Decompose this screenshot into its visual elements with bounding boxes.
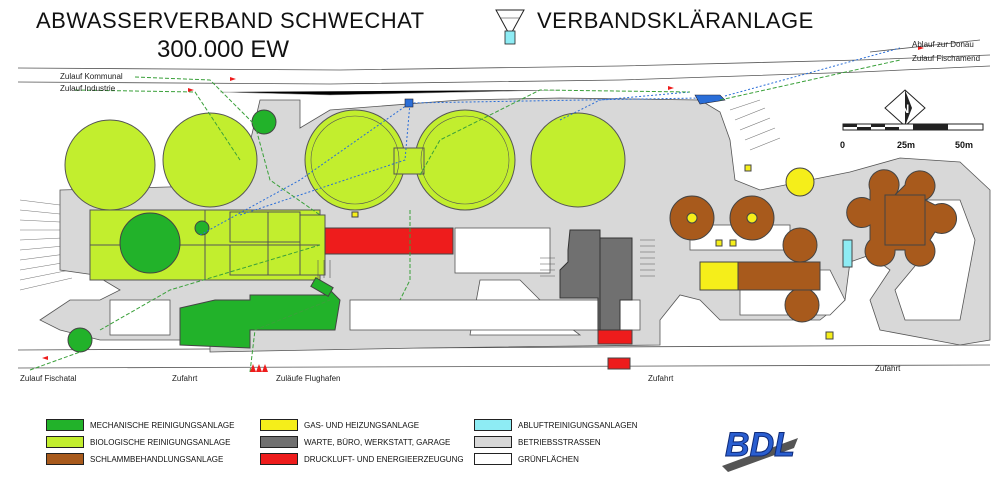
- scale-tick-0: 0: [840, 140, 845, 150]
- legend-label: BETRIEBSSTRASSEN: [518, 437, 601, 447]
- bio-clarifier-4: [414, 109, 516, 211]
- legend-swatch: [46, 419, 84, 431]
- stair-marks: [317, 239, 655, 278]
- legend-swatch: [474, 453, 512, 465]
- label-zulauf-kommunal: Zulauf Kommunal: [60, 72, 123, 81]
- bdl-logo-text: BDL: [725, 426, 795, 464]
- site-plan: N 0 25m 50m: [17, 9, 991, 373]
- legend-label: GAS- UND HEIZUNGSANLAGE: [304, 420, 420, 430]
- site-boundary: [17, 39, 991, 369]
- label-zulaeufe-flughafen: Zuläufe Flughafen: [276, 374, 341, 383]
- legend-item-roads: BETRIEBSSTRASSEN: [474, 435, 601, 449]
- legend-item-office: WARTE, BÜRO, WERKSTATT, GARAGE: [260, 435, 450, 449]
- north-arrow-icon: N: [884, 89, 926, 127]
- bio-clarifier-1: [64, 119, 156, 211]
- effluent-pipes: [199, 91, 701, 236]
- legend-item-green: GRÜNFLÄCHEN: [474, 452, 579, 466]
- legend-item-power: DRUCKLUFT- UND ENERGIEERZEUGUNG: [260, 452, 464, 466]
- legend-label: BIOLOGISCHE REINIGUNGSANLAGE: [90, 437, 231, 447]
- bdl-logo: BDL: [722, 426, 798, 472]
- funnel-logo-icon: [495, 9, 525, 45]
- title-left: ABWASSERVERBAND SCHWECHAT: [36, 8, 425, 33]
- legend-swatch: [260, 436, 298, 448]
- label-ablauf-donau: Ablauf zur Donau: [912, 40, 974, 49]
- legend-item-biological: BIOLOGISCHE REINIGUNGSANLAGE: [46, 435, 230, 449]
- legend-label: MECHANISCHE REINIGUNGSANLAGE: [90, 420, 235, 430]
- bio-clarifier-3: [304, 109, 406, 211]
- scale-tick-50: 50m: [955, 140, 973, 150]
- bio-clarifier-2: [162, 112, 258, 208]
- label-zufahrt-3: Zufahrt: [875, 364, 901, 373]
- label-zufahrt-1: Zufahrt: [172, 374, 198, 383]
- legend-item-gas: GAS- UND HEIZUNGSANLAGE: [260, 418, 419, 432]
- legend-label: ABLUFTREINIGUNGSANLAGEN: [518, 420, 638, 430]
- legend-swatch: [46, 453, 84, 465]
- legend-swatch: [260, 419, 298, 431]
- biological-clarifiers: [64, 109, 626, 211]
- label-zufahrt-2: Zufahrt: [648, 374, 674, 383]
- label-zulauf-industrie: Zulauf Industrie: [60, 84, 116, 93]
- label-zulauf-fischatal: Zulauf Fischatal: [20, 374, 77, 383]
- legend-label: WARTE, BÜRO, WERKSTATT, GARAGE: [304, 437, 451, 447]
- legend-label: SCHLAMMBEHANDLUNGSANLAGE: [90, 454, 224, 464]
- exhaust-units: [842, 239, 853, 268]
- north-letter: N: [901, 102, 910, 116]
- legend-label: DRUCKLUFT- UND ENERGIEERZEUGUNG: [304, 454, 464, 464]
- legend-swatch: [474, 436, 512, 448]
- office-buildings: [559, 229, 633, 331]
- scale-tick-25: 25m: [897, 140, 915, 150]
- legend-item-exhaust: ABLUFTREINIGUNGSANLAGEN: [474, 418, 638, 432]
- label-zulauf-fischamend: Zulauf Fischamend: [912, 54, 981, 63]
- power-units: [324, 227, 633, 370]
- legend-item-sludge: SCHLAMMBEHANDLUNGSANLAGE: [46, 452, 223, 466]
- flow-arrows: [42, 46, 924, 372]
- mechanical-units: [67, 109, 341, 353]
- gas-units: [351, 164, 834, 340]
- legend-label: GRÜNFLÄCHEN: [518, 454, 579, 464]
- scale-bar: 0 25m 50m: [840, 123, 984, 150]
- inflow-pipes: [29, 59, 901, 373]
- legend-swatch: [474, 419, 512, 431]
- legend-swatch: [46, 436, 84, 448]
- title-right: VERBANDSKLÄRANLAGE: [537, 8, 814, 33]
- outfall-pipe: [724, 47, 901, 97]
- bio-clarifier-5: [530, 112, 626, 208]
- pipe-blue-blocks: [404, 94, 726, 108]
- subtitle-ew: 300.000 EW: [157, 36, 290, 63]
- sludge-units: [669, 169, 957, 323]
- legend-swatch: [260, 453, 298, 465]
- legend-item-mechanical: MECHANISCHE REINIGUNGSANLAGE: [46, 418, 234, 432]
